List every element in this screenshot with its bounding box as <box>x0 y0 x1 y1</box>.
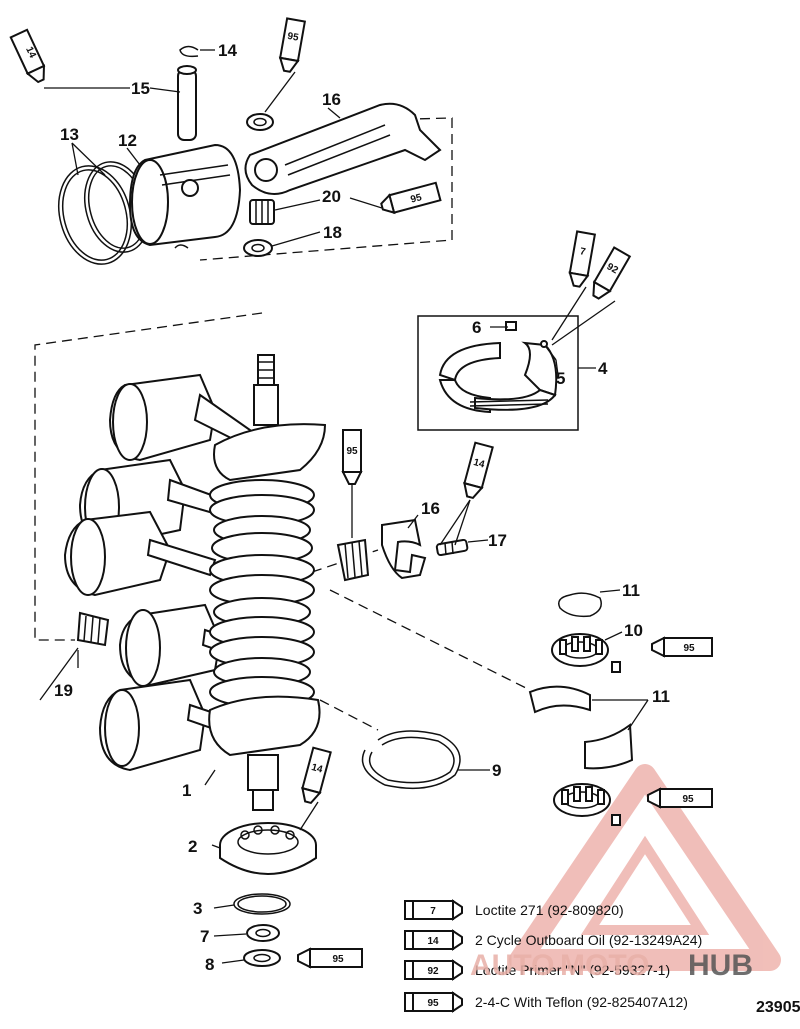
assembly-boundary-ring <box>319 699 379 731</box>
callout-16-mid: 16 <box>421 499 440 518</box>
watermark-text: AUTO MOTO HUB <box>470 949 753 982</box>
callout-7: 7 <box>200 927 209 946</box>
callout-17: 17 <box>488 531 507 550</box>
leader-lines <box>39 49 649 964</box>
legend-item: 95 2-4-C With Teflon (92-825407A12) <box>404 991 688 1013</box>
tube-7-right: 7 <box>568 230 597 288</box>
tube-95-lower: 95 <box>647 787 713 809</box>
tube-14-mid: 14 <box>463 441 494 500</box>
legend-item: 92 Loctite Primer "N" (92-59327-1) <box>404 959 670 981</box>
connecting-rod-top <box>244 102 442 195</box>
watermark-part-3: HUB <box>688 949 753 982</box>
tube-95-seal: 95 <box>297 947 363 969</box>
callout-16-top: 16 <box>322 90 341 109</box>
legend-tube-number: 95 <box>427 998 439 1009</box>
tube-95-top: 95 <box>278 17 307 73</box>
piston-assemblies <box>63 373 252 772</box>
tube-label: 95 <box>683 643 695 654</box>
callout-9: 9 <box>492 761 501 780</box>
ball-bearing <box>219 822 317 875</box>
callout-8: 8 <box>205 955 214 974</box>
legend-text: Loctite 271 (92-809820) <box>475 902 624 918</box>
assembly-boundary-left <box>34 312 263 641</box>
bearing-race-halves <box>528 685 634 770</box>
callout-15: 15 <box>131 79 150 98</box>
callout-10: 10 <box>624 621 643 640</box>
callout-18: 18 <box>323 223 342 242</box>
assembly-boundary-bearing <box>329 589 531 691</box>
callout-19: 19 <box>54 681 73 700</box>
callout-13: 13 <box>60 125 79 144</box>
large-retaining-ring <box>361 730 461 790</box>
tube-92-right: 92 <box>592 246 632 300</box>
legend: 7 Loctite 271 (92-809820) 14 2 Cycle Outboa… <box>404 899 702 1013</box>
oil-seal <box>246 924 280 942</box>
callout-5: 5 <box>556 369 565 388</box>
callout-11-lower: 11 <box>652 687 670 706</box>
callout-1: 1 <box>182 781 191 800</box>
legend-tube-number: 14 <box>427 936 439 947</box>
legend-text: 2 Cycle Outboard Oil (92-13249A24) <box>475 932 702 948</box>
tube-label: 92 <box>605 261 621 276</box>
retaining-ring-top <box>558 592 602 618</box>
oil-seal-lower <box>243 949 281 967</box>
roller-bearing-left <box>76 611 110 647</box>
tube-95-mid: 95 <box>341 429 363 485</box>
thrust-washer <box>243 239 273 257</box>
roller-bearing-upper <box>551 633 621 673</box>
rod-needle-bearing-mid <box>336 538 370 582</box>
retaining-ring-bottom <box>233 893 291 915</box>
callout-11-top: 11 <box>622 581 640 600</box>
callout-14: 14 <box>218 41 237 60</box>
callout-numbers: 1 2 3 4 5 6 7 8 9 10 11 11 12 13 14 15 1… <box>54 41 670 974</box>
callout-20: 20 <box>322 187 341 206</box>
tube-label: 95 <box>287 31 300 44</box>
tube-label: 14 <box>472 457 486 471</box>
rod-cap-bolt <box>435 538 469 557</box>
roller-bearing-lower <box>553 783 621 826</box>
wrist-pin-retainer <box>179 45 199 58</box>
main-bearing-halves <box>438 341 558 414</box>
drawing-code: 23905 <box>756 999 800 1016</box>
callout-3: 3 <box>193 899 202 918</box>
tube-label: 7 <box>579 246 587 258</box>
tube-label: 14 <box>23 45 38 60</box>
callout-12: 12 <box>118 131 137 150</box>
callout-6: 6 <box>472 318 481 337</box>
rod-cap <box>381 518 427 580</box>
tube-label: 95 <box>332 954 344 965</box>
tube-95-bearing: 95 <box>651 636 713 658</box>
wrist-pin <box>177 65 197 141</box>
tube-label: 95 <box>682 794 694 805</box>
legend-tube-number: 7 <box>430 906 436 917</box>
legend-item: 7 Loctite 271 (92-809820) <box>404 899 624 921</box>
watermark-logo <box>509 764 781 971</box>
piston <box>128 143 242 249</box>
watermark-part-2: MOTO <box>560 949 649 982</box>
legend-text: 2-4-C With Teflon (92-825407A12) <box>475 994 688 1010</box>
legend-item: 14 2 Cycle Outboard Oil (92-13249A24) <box>404 929 702 951</box>
callout-4: 4 <box>598 359 608 378</box>
tube-95-rod: 95 <box>380 181 442 215</box>
tube-label: 95 <box>346 446 358 457</box>
watermark-part-1: AUTO <box>470 949 554 982</box>
bearing-screw <box>540 340 557 361</box>
callout-2: 2 <box>188 837 197 856</box>
crankshaft <box>208 354 327 811</box>
legend-tube-number: 92 <box>427 966 439 977</box>
tube-14-top-left: 14 <box>9 28 46 84</box>
needle-bearing-rod <box>249 199 275 225</box>
legend-text: Loctite Primer "N" (92-59327-1) <box>475 962 670 978</box>
tube-14-bottom: 14 <box>301 746 332 805</box>
dowel-pin <box>505 321 517 331</box>
tube-label: 14 <box>310 762 324 776</box>
thrust-washer-top <box>246 113 274 131</box>
tube-label: 95 <box>409 192 423 206</box>
main-bearing-box <box>417 315 579 431</box>
